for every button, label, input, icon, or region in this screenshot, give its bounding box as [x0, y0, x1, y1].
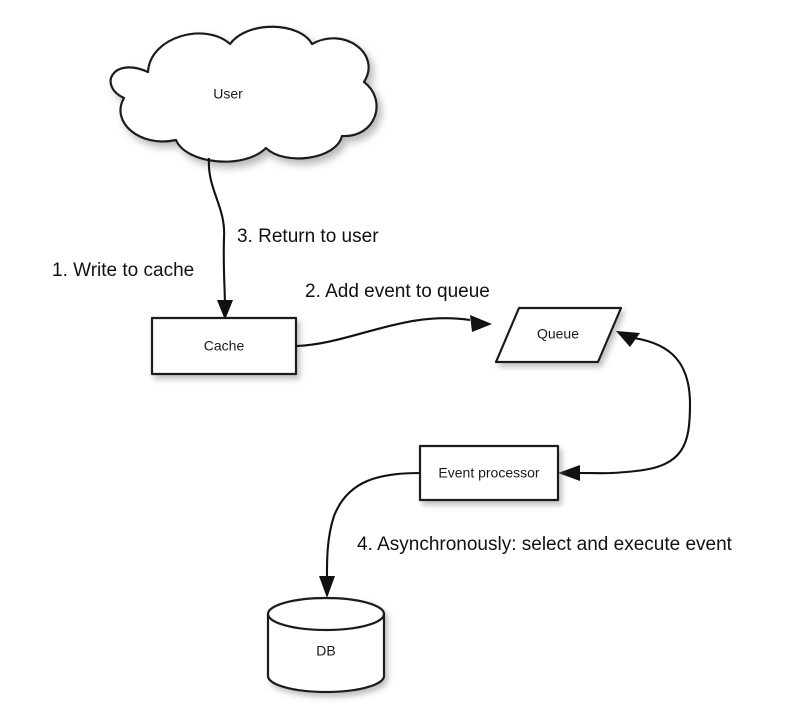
edge-user-to-cache[interactable]	[207, 157, 233, 320]
node-cache-label: Cache	[204, 338, 245, 354]
edge-label-step-1: 1. Write to cache	[52, 260, 194, 281]
arrowhead-processor-in	[558, 465, 580, 481]
node-cache[interactable]: Cache	[150, 316, 298, 376]
node-event-processor-label: Event processor	[438, 465, 539, 481]
edge-label-step-2: 2. Add event to queue	[305, 281, 490, 302]
arrowhead-queue-in	[470, 315, 492, 332]
edge-label-step-4: 4. Asynchronously: select and execute ev…	[357, 534, 733, 555]
arrowhead-db	[319, 576, 335, 598]
node-queue[interactable]: Queue	[494, 306, 623, 364]
node-user-label: User	[213, 86, 243, 102]
arrowhead-cache	[217, 300, 233, 320]
node-user[interactable]: User	[109, 25, 378, 163]
edge-cache-to-queue[interactable]	[295, 315, 492, 348]
edge-queue-processor-loop[interactable]	[558, 331, 692, 481]
node-db[interactable]: DB	[266, 596, 386, 694]
arrowhead-queue-from-processor	[616, 331, 640, 347]
edge-processor-to-db[interactable]	[319, 471, 421, 598]
edge-label-step-3: 3. Return to user	[237, 226, 379, 247]
node-db-label: DB	[316, 643, 335, 659]
node-queue-label: Queue	[537, 326, 579, 342]
node-event-processor[interactable]: Event processor	[418, 444, 560, 502]
